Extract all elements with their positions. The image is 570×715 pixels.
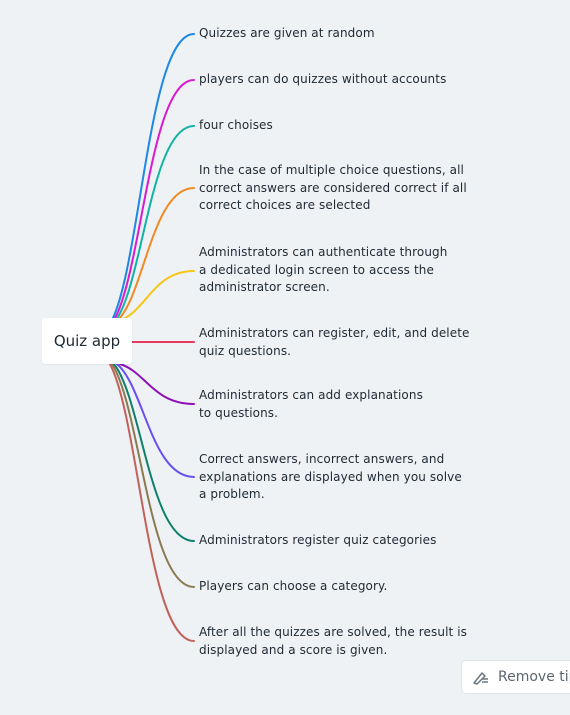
root-node[interactable]: Quiz app <box>42 318 132 364</box>
remove-tip-label: Remove tip <box>498 669 570 685</box>
connector-3 <box>115 125 195 321</box>
connector-11 <box>109 363 195 642</box>
edit-tip-icon <box>473 672 488 685</box>
connector-2 <box>113 79 195 321</box>
branch-label-1[interactable]: Quizzes are given at random <box>199 26 375 40</box>
branch-label-5[interactable]: Administrators can authenticate through … <box>199 245 448 294</box>
branch-label-4[interactable]: In the case of multiple choice questions… <box>199 163 467 212</box>
branch-label-10[interactable]: Players can choose a category. <box>199 579 388 593</box>
connector-8 <box>116 363 195 478</box>
branch-label-3[interactable]: four choises <box>199 118 273 132</box>
connector-1 <box>111 33 195 321</box>
connector-10 <box>111 363 195 588</box>
branch-label-2[interactable]: players can do quizzes without accounts <box>199 72 447 86</box>
root-node-label: Quiz app <box>53 332 121 350</box>
connector-9 <box>113 363 195 542</box>
branch-label-6[interactable]: Administrators can register, edit, and d… <box>199 326 470 358</box>
branch-label-7[interactable]: Administrators can add explanations to q… <box>199 388 423 420</box>
branch-label-9[interactable]: Administrators register quiz categories <box>199 533 437 547</box>
branch-label-11[interactable]: After all the quizzes are solved, the re… <box>199 625 468 657</box>
connector-4 <box>117 187 195 321</box>
branch-label-8[interactable]: Correct answers, incorrect answers, and … <box>199 452 462 501</box>
connector-7 <box>119 363 195 405</box>
connector-5 <box>120 270 195 321</box>
remove-tip-button[interactable]: Remove tip <box>461 660 570 694</box>
